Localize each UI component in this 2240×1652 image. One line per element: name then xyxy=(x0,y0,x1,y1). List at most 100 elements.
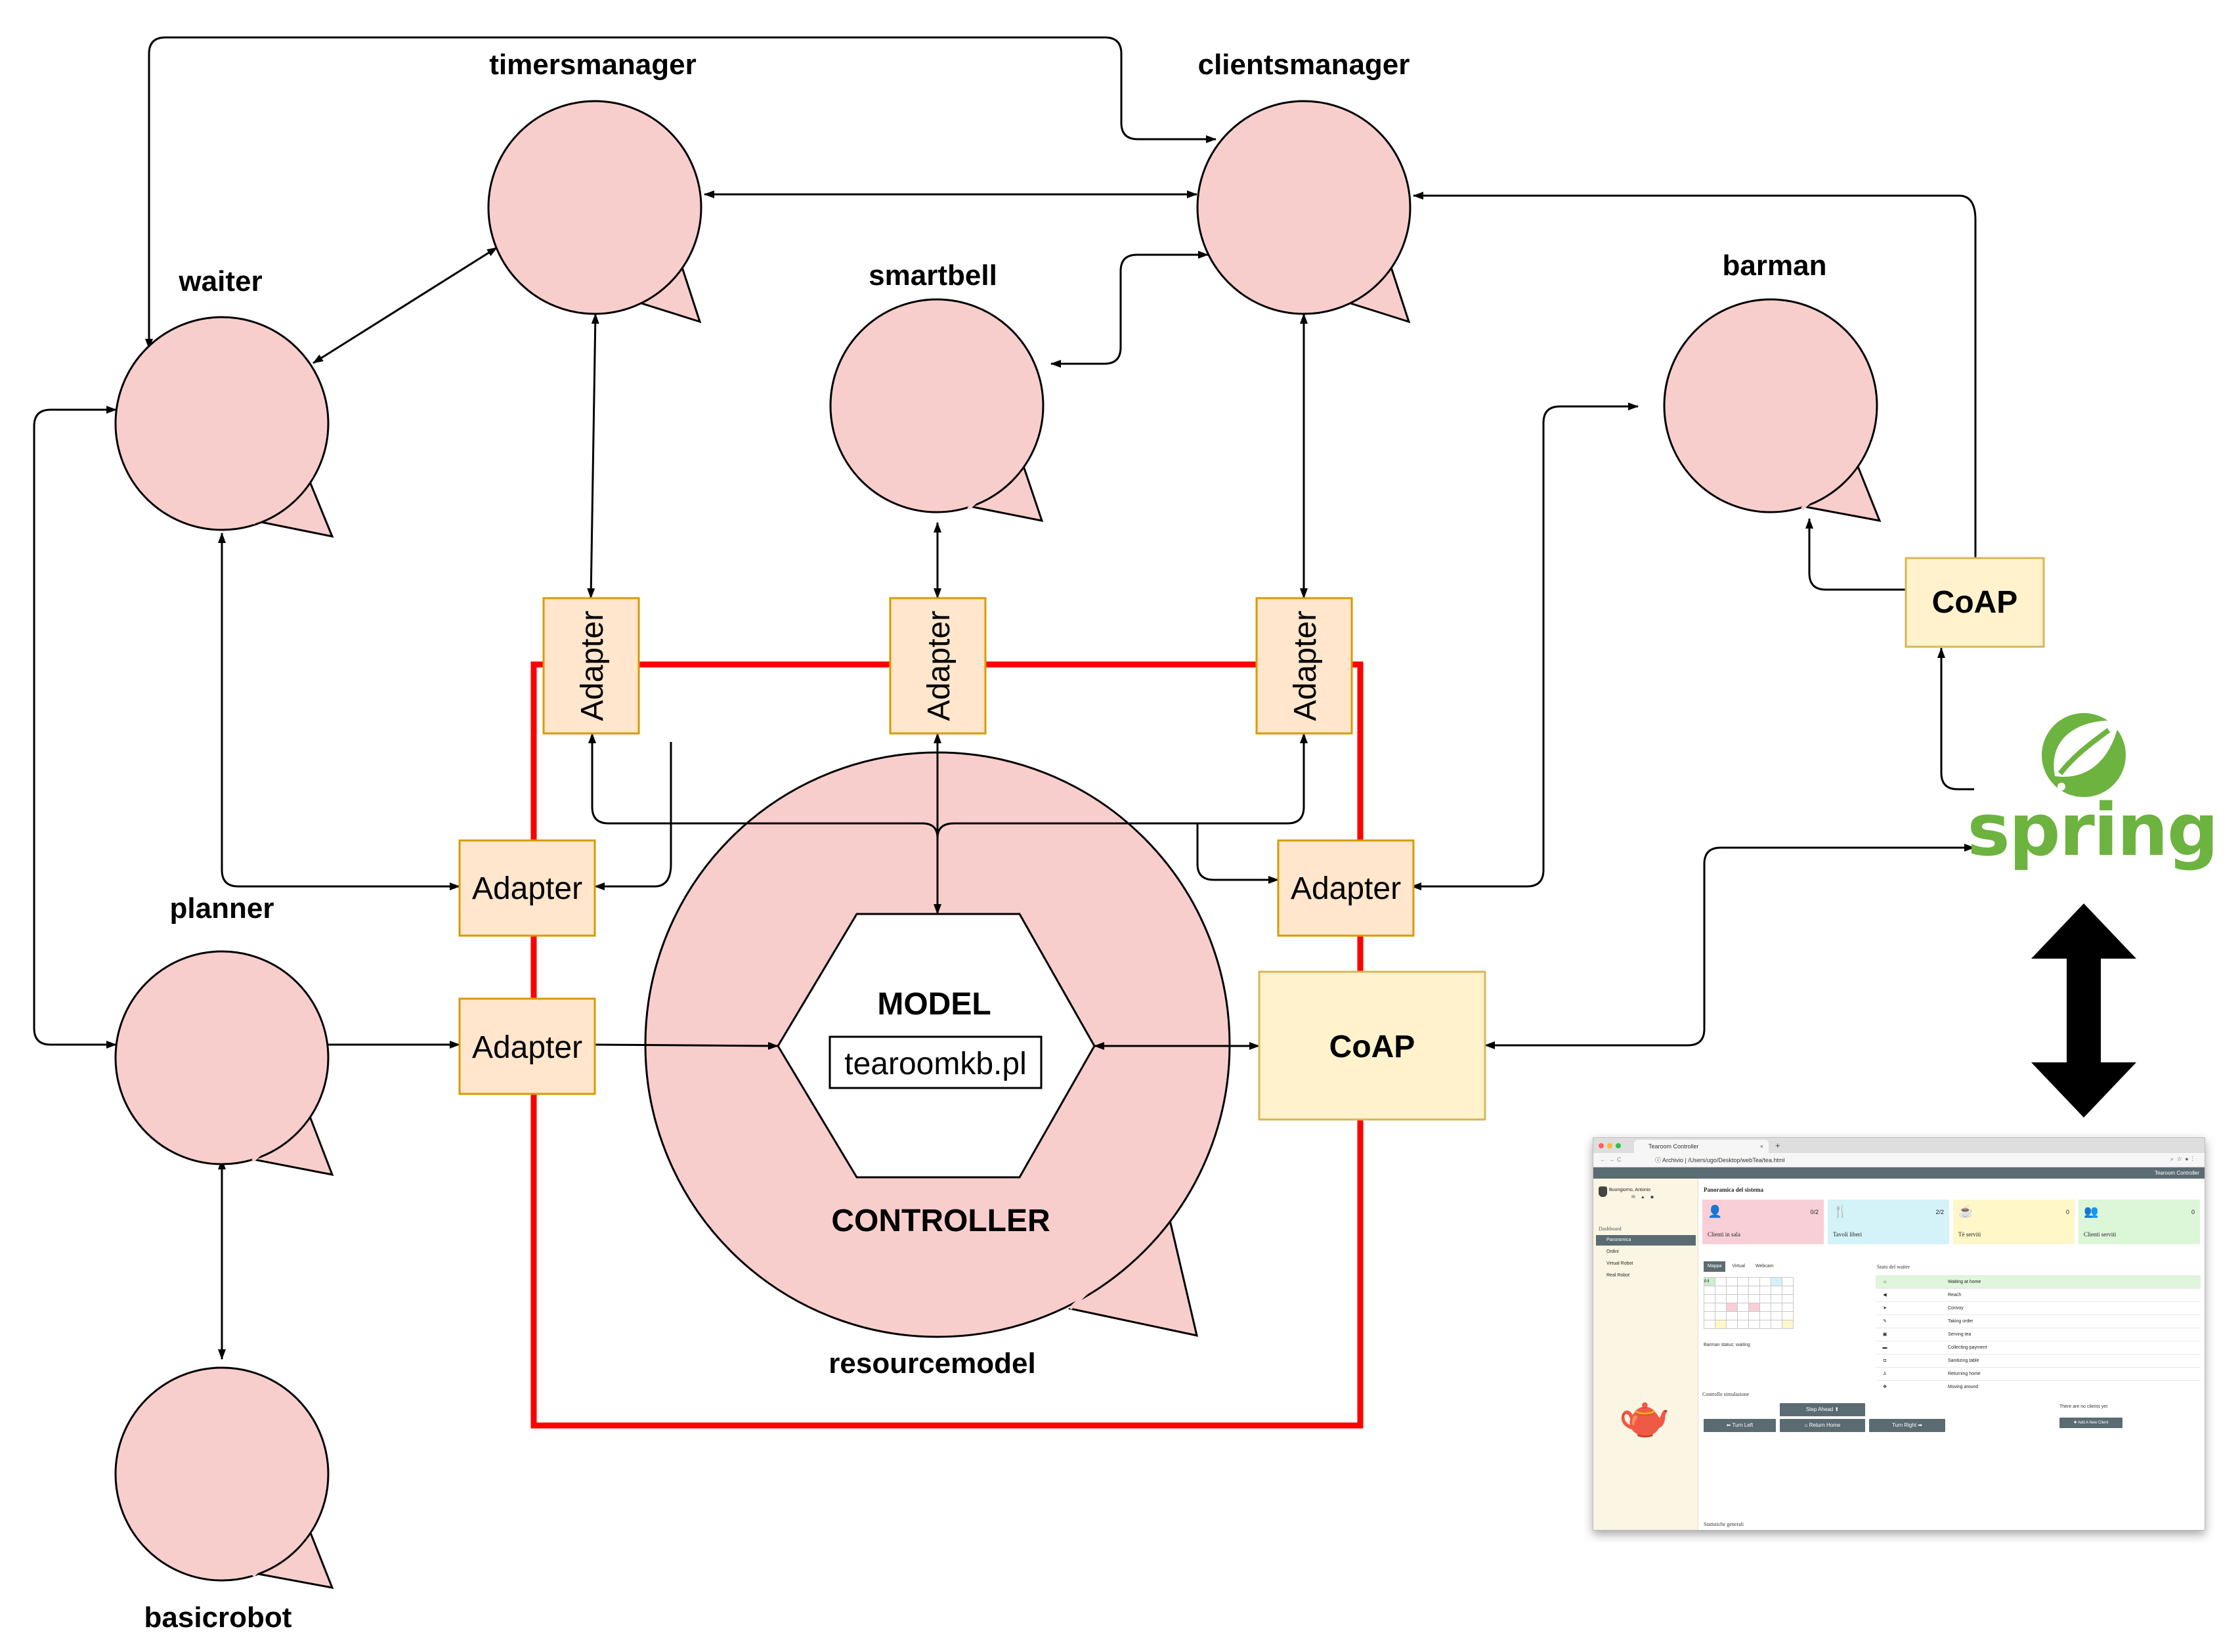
label-kb: tearoomkb.pl xyxy=(844,1047,1026,1081)
sidebar-item-panoramica[interactable]: Panoramica xyxy=(1596,1235,1696,1246)
svg-text:spring: spring xyxy=(1967,788,2217,872)
turn-left-button[interactable]: ⬅ Turn Left xyxy=(1704,1419,1776,1432)
tab-virtual[interactable]: Virtual xyxy=(1732,1264,1746,1269)
list-item: ➤Convoy xyxy=(1876,1301,2201,1315)
planner-actor[interactable] xyxy=(114,950,334,1176)
coap-box-main: CoAP xyxy=(1258,970,1486,1121)
adapter-waiter: Adapter xyxy=(458,839,596,937)
label-smartbell: smartbell xyxy=(869,259,997,292)
return-home-button[interactable]: ⌂ Return Home xyxy=(1780,1419,1865,1432)
svg-text:Adapter: Adapter xyxy=(1288,611,1323,721)
browser-icons[interactable]: ⌕☆●⋮ xyxy=(2170,1156,2197,1162)
main-content: Panoramica del sistema 👤 0/2 Clienti in … xyxy=(1698,1179,2205,1530)
clientsmanager-actor[interactable] xyxy=(1196,100,1411,324)
dashboard-screenshot: Tearoom Controller× + ←→C ⓘ Archivio | /… xyxy=(1593,1137,2205,1531)
nav-icons[interactable]: ←→C xyxy=(1600,1156,1624,1163)
page-title: Panoramica del sistema xyxy=(1704,1186,1763,1193)
list-item: ♙Returning home xyxy=(1876,1367,2201,1380)
list-item: ✥Moving around xyxy=(1876,1380,2201,1393)
user-icons[interactable]: ✉▲◆ xyxy=(1631,1195,1660,1200)
barman-actor[interactable] xyxy=(1663,298,1882,522)
walking-icon: ♙ xyxy=(1882,1372,1887,1376)
tray-icon: ▣ xyxy=(1882,1332,1887,1337)
sidebar-item-ordini[interactable]: Ordini xyxy=(1606,1250,1619,1254)
stats-title: Statistiche generali xyxy=(1704,1521,1744,1527)
svg-text:Adapter: Adapter xyxy=(922,611,957,721)
browser-tab[interactable]: Tearoom Controller× xyxy=(1634,1140,1769,1153)
browser-tabbar: Tearoom Controller× + xyxy=(1593,1138,2205,1153)
coap-box-barman: CoAP xyxy=(1905,557,2045,648)
sidebar-item-virtual-robot[interactable]: Virtual Robot xyxy=(1606,1261,1633,1266)
person-icon: 👤 xyxy=(1708,1205,1723,1218)
svg-text:CoAP: CoAP xyxy=(1932,585,2018,620)
spray-icon: ◘ xyxy=(1883,1359,1887,1363)
tab-mappa[interactable]: Mappa xyxy=(1704,1261,1726,1272)
card-clienti-in-sala: 👤 0/2 Clienti in sala xyxy=(1702,1200,1824,1244)
kb-box xyxy=(829,1035,1043,1089)
svg-text:CoAP: CoAP xyxy=(1329,1030,1415,1064)
adapter-smartbell: Adapter xyxy=(889,597,987,735)
label-controller: CONTROLLER xyxy=(831,1204,1050,1238)
edit-icon: ✎ xyxy=(1883,1319,1887,1324)
waiter-state-title: Stato del waiter xyxy=(1877,1264,1910,1270)
move-icon: ✥ xyxy=(1883,1385,1887,1389)
sidebar-item-real-robot[interactable]: Real Robot xyxy=(1606,1273,1630,1278)
arrow-icon: ➤ xyxy=(1883,1306,1887,1311)
card-tavoli-liberi: 🍴 2/2 Tavoli liberi xyxy=(1828,1200,1949,1244)
tab-webcam[interactable]: Webcam xyxy=(1755,1264,1774,1269)
label-waiter: waiter xyxy=(178,265,262,297)
list-item: ◘Sanitizing table xyxy=(1876,1354,2201,1367)
group-icon: 👥 xyxy=(2084,1205,2099,1218)
bell-icon: ◀ xyxy=(1883,1293,1887,1297)
sidebar-heading: Dashboard xyxy=(1599,1226,1622,1232)
card-te-serviti: ☕ 0 Tè serviti xyxy=(1953,1200,2075,1244)
label-barman: barman xyxy=(1723,250,1827,282)
add-client-button[interactable]: ✚ Add A New Client xyxy=(2059,1418,2122,1428)
cup-icon: ☕ xyxy=(1958,1205,1973,1218)
address-bar[interactable]: ←→C ⓘ Archivio | /Users/ugo/Desktop/webT… xyxy=(1593,1153,2205,1167)
svg-text:Adapter: Adapter xyxy=(575,611,610,721)
barman-status: Barman status: waiting xyxy=(1704,1343,1750,1347)
turn-right-button[interactable]: Turn Right ➡ xyxy=(1869,1419,1945,1432)
new-tab-icon[interactable]: + xyxy=(1775,1141,1780,1150)
list-item: ⌂Waiting at home xyxy=(1876,1275,2201,1288)
step-ahead-button[interactable]: Step Ahead ⬆ xyxy=(1780,1403,1865,1416)
avatar xyxy=(1599,1186,1607,1197)
info-icon: ⓘ xyxy=(1655,1157,1663,1163)
brand-bar: Tearoom Controller xyxy=(1593,1167,2205,1179)
adapter-barman: Adapter xyxy=(1277,839,1415,937)
map-tabs: Mappa Virtual Webcam xyxy=(1704,1261,1779,1272)
label-model: MODEL xyxy=(877,987,991,1022)
maximize-dot-icon[interactable] xyxy=(1616,1143,1621,1148)
close-tab-icon[interactable]: × xyxy=(1759,1143,1763,1150)
list-item: ▬Collecting payment xyxy=(1876,1341,2201,1354)
no-clients-text: There are no clients yet xyxy=(2059,1404,2108,1409)
adapter-planner: Adapter xyxy=(458,997,596,1095)
teapot-icon: 🫖 xyxy=(1618,1393,1671,1440)
label-basicrobot: basicrobot xyxy=(144,1601,292,1634)
minimize-dot-icon[interactable] xyxy=(1607,1143,1612,1148)
spring-logo: spring xyxy=(1967,713,2219,872)
timersmanager-actor[interactable] xyxy=(487,100,702,324)
waiter-actor[interactable] xyxy=(114,316,334,538)
card-clienti-serviti: 👥 0 Clienti serviti xyxy=(2078,1200,2200,1244)
user-greeting: Buongiorno, Antonio xyxy=(1609,1188,1651,1192)
close-dot-icon[interactable] xyxy=(1599,1143,1604,1148)
svg-text:Adapter: Adapter xyxy=(472,871,582,906)
cutlery-icon: 🍴 xyxy=(1833,1205,1848,1218)
waiter-state-list: ⌂Waiting at home ◀Reach ➤Convoy ✎Taking … xyxy=(1876,1275,2201,1393)
sim-title: Controllo simulazione xyxy=(1702,1391,1750,1397)
svg-text:Adapter: Adapter xyxy=(1291,871,1401,906)
money-icon: ▬ xyxy=(1882,1345,1887,1350)
smartbell-actor[interactable] xyxy=(829,298,1045,522)
label-timersmanager: timersmanager xyxy=(489,49,696,81)
list-item: ◀Reach xyxy=(1876,1288,2201,1301)
sidebar: Buongiorno, Antonio ✉▲◆ Dashboard Panora… xyxy=(1593,1179,1698,1530)
svg-text:Adapter: Adapter xyxy=(472,1030,582,1065)
list-item: ✎Taking order xyxy=(1876,1315,2201,1328)
list-item: ▣Serving tea xyxy=(1876,1328,2201,1341)
label-planner: planner xyxy=(170,892,274,924)
double-arrow-icon xyxy=(2031,903,2136,1118)
basicrobot-actor[interactable] xyxy=(114,1366,334,1589)
